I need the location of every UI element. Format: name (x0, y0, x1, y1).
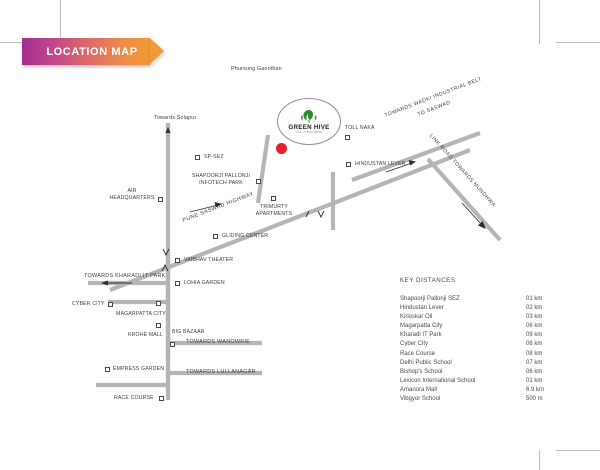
key-distance-row: Kharadi IT Park 09 km (400, 331, 560, 340)
page-title: LOCATION MAP (46, 45, 138, 58)
poi-shapoorji-pallonji-infotech-park (256, 179, 261, 184)
label-towards-solapur: Towards Solapur (154, 115, 197, 121)
key-distance-row: Shapoorji Pallonji SEZ 01 km (400, 295, 560, 304)
arrow-kharadi (101, 280, 108, 286)
label-air-headquarters: AIR HEADQUARTERS (109, 188, 155, 201)
crop-line-tl-v (60, 0, 61, 44)
key-distance-value: 06 km (526, 323, 543, 330)
key-distance-row: Cyber City 06 km (400, 340, 560, 349)
key-distance-place: Magarpatta City (400, 323, 443, 330)
location-map-banner: LOCATION MAP (22, 38, 164, 65)
road-pune-saswad-highway (109, 148, 471, 292)
label-sp-sez: SP-SEZ (204, 154, 224, 160)
key-distance-place: Amanora Mall (400, 386, 438, 393)
label-hindustan-lever: HINDUSTAN LEVER (355, 161, 406, 167)
project-name: GREEN HIVE (288, 123, 330, 131)
label-towards-wanowrie: TOWARDS WANOWRIE (186, 339, 251, 345)
key-distance-value: 02 km (526, 305, 543, 312)
poi-trimurty-apartments (271, 196, 276, 201)
key-distance-row: Hindustan Lever 02 km (400, 304, 560, 313)
key-distance-place: Hindustan Lever (400, 305, 444, 312)
label-krohe-mall: KROHE MALL (128, 332, 163, 338)
poi-empress-garden (105, 367, 110, 372)
poi-lohia-garden (175, 281, 180, 286)
leaf-icon (299, 109, 319, 123)
key-distance-row: Vibgyor School 500 m (400, 395, 560, 404)
key-distance-row: Amanora Mall 6.9 km (400, 386, 560, 395)
label-towards-lullanagar: TOWARDS LULLANAGAR (186, 369, 256, 375)
key-distance-place: Lexicon International School (400, 377, 476, 384)
poi-gliding-center (213, 234, 218, 239)
key-distances-list: Shapoorji Pallonji SEZ 01 km Hindustan Lev… (400, 295, 560, 404)
key-distance-row: Bishop's School 06 km (400, 368, 560, 377)
key-distance-row: Race Course 08 km (400, 350, 560, 359)
green-hive-project-marker: GREEN HIVE LIFE IS BLOOMING (277, 98, 341, 145)
key-distance-place: Cyber City (400, 341, 429, 348)
label-race-course: RACE COURSE (114, 395, 154, 401)
poi-hindustan-lever (346, 162, 351, 167)
poi-krohe-mall (156, 323, 161, 328)
poi-big-bazaar (170, 342, 175, 347)
map-roads-svg (88, 123, 502, 400)
key-distance-value: 500 m (526, 396, 543, 403)
key-distance-place: Delhi Public School (400, 359, 452, 366)
key-distance-value: 07 km (526, 359, 543, 366)
poi-toll-naka (345, 135, 350, 140)
label-phursung-gaonthan: Phursung Gaonthan (231, 66, 282, 72)
poi-vaibhav-theater (175, 258, 180, 263)
key-distance-row: Kirloskar Oil 03 km (400, 313, 560, 322)
arrow-mundhwa (478, 221, 486, 229)
key-distance-place: Race Course (400, 350, 436, 357)
label-cyber-city: CYBER CITY (72, 301, 105, 307)
label-empress-garden: EMPRESS GARDEN (113, 366, 165, 372)
poi-sp-sez (195, 155, 200, 160)
key-distance-value: 08 km (526, 350, 543, 357)
key-distances-panel: KEY DISTANCES Shapoorji Pallonji SEZ 01 k… (400, 277, 560, 404)
arrow-solapur (165, 127, 171, 133)
label-shapoorji-pallonji-infotech-park: SHAPOORJI PALLONJI INFOTECH PARK (191, 173, 251, 186)
key-distance-value: 06 km (526, 341, 543, 348)
key-distance-row: Delhi Public School 07 km (400, 359, 560, 368)
label-lohia-garden: LOHIA GARDEN (184, 280, 225, 286)
key-distance-place: Bishop's School (400, 368, 443, 375)
key-distance-value: 06 km (526, 368, 543, 375)
banner-arrow-tip (150, 38, 164, 64)
key-distance-place: Shapoorji Pallonji SEZ (400, 296, 460, 302)
poi-cyber-city (108, 302, 113, 307)
key-distance-place: Kirloskar Oil (400, 314, 433, 321)
key-distance-place: Vibgyor School (400, 396, 441, 403)
road-wadki-belt (351, 131, 481, 182)
label-big-bazaar: BIG BAZAAR (172, 329, 205, 335)
arrow-wadki (408, 160, 416, 166)
key-distance-value: 03 km (526, 314, 543, 321)
crop-line-tr-v (539, 0, 540, 44)
key-distance-value: 01 km (526, 377, 543, 384)
road-phursung-spur (255, 134, 271, 204)
road-link-mundhwa (426, 157, 502, 242)
poi-air-headquarters (158, 197, 163, 202)
crop-line-tr-h (556, 42, 600, 43)
poi-magarpatta-city (156, 301, 161, 306)
crop-line-br-h (556, 450, 600, 451)
crop-line-br-v (539, 450, 540, 470)
label-toll-naka: TOLL NAKA (345, 125, 375, 131)
key-distance-value: 01 km (526, 296, 543, 302)
poi-race-course (159, 396, 164, 401)
key-distance-value: 6.9 km (526, 386, 545, 393)
project-tagline: LIFE IS BLOOMING (295, 131, 323, 135)
key-distance-value: 09 km (526, 332, 543, 339)
location-map-graphic: Towards Solapur PUNE SASWAD HIGHWAY TOWA… (0, 55, 600, 455)
label-towards-kharadi-it-park: TOWARDS KHARADI IT PARK (84, 273, 166, 279)
project-location-dot (276, 143, 287, 154)
label-gliding-center: GLIDING CENTER (222, 233, 269, 239)
key-distance-row: Magarpatta City 06 km (400, 322, 560, 331)
key-distances-title: KEY DISTANCES (400, 277, 456, 284)
key-distance-place: Kharadi IT Park (400, 332, 442, 339)
banner-gradient-bar (22, 38, 150, 65)
label-trimurty-apartments: TRIMURTY APARTMENTS (255, 204, 293, 217)
label-vaibhav-theater: VAIBHAV THEATER (184, 257, 234, 263)
label-magarpatta-city: MAGARPATTA CITY (116, 311, 166, 317)
key-distance-row: Lexicon International School 01 km (400, 377, 560, 386)
arrow-highway-east (214, 202, 222, 208)
